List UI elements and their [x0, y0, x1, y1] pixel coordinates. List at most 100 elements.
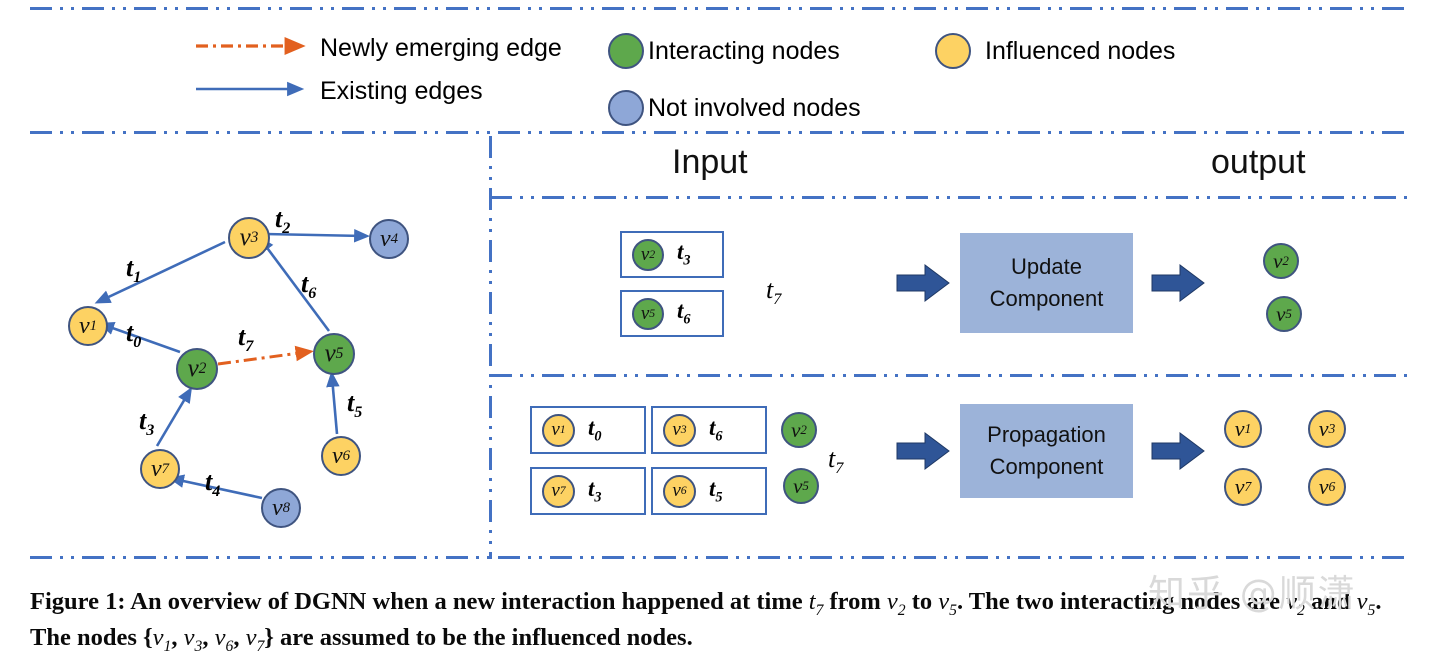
prop-input-v7-index: 7 — [559, 484, 566, 497]
prop-output-v7-index: 7 — [1244, 479, 1252, 494]
prop-output-v6-index: 6 — [1328, 479, 1336, 494]
prop-input-v1-time-letter: t — [588, 414, 595, 440]
update-component-box[interactable]: Update Component — [960, 233, 1133, 333]
caption-part4: . The two interacting nodes are — [957, 588, 1287, 615]
caption-m6: v1 — [152, 623, 172, 655]
legend-label-newly-emerging-edge: Newly emerging edge — [320, 34, 562, 62]
propagation-component-line2: Component — [989, 454, 1104, 479]
prop-time-letter: t — [828, 444, 836, 473]
update-input-v5-index: 5 — [649, 306, 656, 320]
graph-edge-label-t6: t6 — [301, 269, 316, 303]
caption-m5: v5 — [1356, 588, 1376, 619]
graph-node-v2-letter: v — [187, 355, 199, 382]
legend-swatch-influenced-nodes — [935, 33, 971, 69]
label-t2-index: 2 — [282, 220, 291, 238]
prop-input-v3-index: 3 — [680, 423, 687, 436]
caption-part3: to — [905, 588, 939, 615]
update-input-v2-index: 2 — [649, 247, 656, 261]
graph-edge-v6-v5 — [326, 371, 340, 435]
prop-time-index: 7 — [835, 460, 844, 478]
prop-input-v6-index: 6 — [680, 484, 687, 497]
prop-input-v7-time-letter: t — [588, 475, 595, 501]
prop-input-v3-time: t6 — [709, 415, 723, 446]
propagation-time-label: t7 — [828, 444, 843, 478]
legend-label-interacting-nodes: Interacting nodes — [648, 37, 840, 65]
caption-m1: t7 — [808, 588, 824, 619]
update-input-v5-time-index: 6 — [683, 311, 691, 328]
prop-output-v1-index: 1 — [1244, 421, 1252, 436]
caption-m2: v2 — [886, 588, 906, 619]
prop-output-v3-index: 3 — [1328, 421, 1336, 436]
label-t4-letter: t — [205, 467, 213, 496]
border-bottom — [30, 556, 1412, 559]
prop-input-v3-letter: v — [672, 419, 681, 440]
update-input-v2-letter: v — [640, 243, 650, 265]
label-t5-letter: t — [347, 388, 355, 417]
caption-comma1: , — [171, 623, 184, 651]
legend-label-existing-edges: Existing edges — [320, 77, 483, 105]
panel-title-input: Input — [672, 143, 748, 181]
propagation-arrow-out — [1151, 432, 1205, 470]
graph-node-v6-index: 6 — [342, 447, 351, 464]
update-input-v2-time: t3 — [677, 239, 691, 270]
prop-output-v7-letter: v — [1234, 474, 1245, 499]
propagation-component-line1: Propagation — [987, 422, 1106, 448]
update-output-v2-letter: v — [1273, 248, 1283, 273]
caption-part1: Figure 1: An overview of DGNN when a new… — [30, 588, 809, 615]
prop-output-v3-letter: v — [1318, 416, 1329, 441]
prop-input-v1-time: t0 — [588, 415, 602, 446]
prop-output-v1-letter: v — [1234, 416, 1245, 441]
caption-m3: v5 — [938, 588, 957, 619]
graph-edge-label-t7: t7 — [238, 322, 253, 356]
propagation-component-box[interactable]: Propagation Component — [960, 404, 1133, 498]
graph-node-v4-letter: v — [379, 225, 391, 252]
label-t0-index: 0 — [133, 334, 142, 352]
update-output-v2-index: 2 — [1282, 253, 1289, 268]
graph-edge-v2-v1 — [98, 321, 181, 354]
graph-node-v8-letter: v — [271, 494, 283, 521]
update-component-line1: Update — [1011, 254, 1082, 280]
caption-part7: } are assumed to be the influenced nodes… — [264, 623, 693, 651]
graph-edge-v7-v2 — [155, 386, 193, 447]
border-vertical-divider — [489, 136, 492, 559]
label-t0-letter: t — [126, 318, 134, 347]
update-input-v5-time-letter: t — [677, 298, 684, 324]
update-input-v2-time-letter: t — [677, 239, 684, 265]
border-legend-bottom — [30, 131, 1412, 134]
graph-node-v2-index: 2 — [198, 360, 207, 377]
graph-edge-v2-v5-new — [217, 345, 314, 366]
graph-node-v7-letter: v — [150, 455, 162, 482]
update-time-letter: t — [766, 275, 774, 304]
graph-node-v3-letter: v — [239, 224, 251, 251]
prop-input-v6-time: t5 — [709, 476, 723, 507]
caption-m7: v3 — [183, 623, 203, 655]
label-t3-letter: t — [139, 406, 147, 435]
legend-label-influenced-nodes: Influenced nodes — [985, 37, 1176, 65]
update-input-v5-letter: v — [640, 302, 650, 324]
label-t6-index: 6 — [308, 285, 317, 303]
graph-edge-v3-v4 — [264, 229, 370, 243]
caption-comma2: , — [202, 623, 215, 651]
graph-edge-label-t0: t0 — [126, 318, 141, 352]
label-t4-index: 4 — [212, 483, 221, 501]
prop-input-v7-time: t3 — [588, 476, 602, 507]
label-t5-index: 5 — [354, 404, 363, 422]
graph-edge-label-t4: t4 — [205, 467, 220, 501]
graph-edge-v5-v3 — [258, 236, 331, 332]
